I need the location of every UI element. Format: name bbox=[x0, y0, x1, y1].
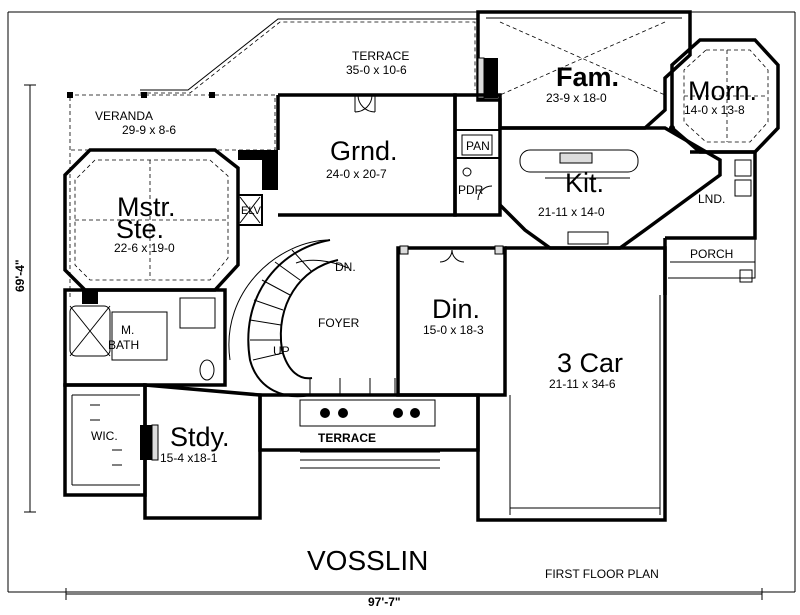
label-grnd: Grnd. bbox=[330, 136, 398, 166]
label-kit: Kit. bbox=[565, 168, 604, 198]
room-labels: TERRACE 35-0 x 10-6 VERANDA 29-9 x 8-6 F… bbox=[91, 49, 757, 465]
size-morn: 14-0 x 13-8 bbox=[684, 103, 745, 117]
label-foyer: FOYER bbox=[318, 316, 360, 330]
elevator-stair-walls bbox=[237, 150, 278, 226]
size-mstr: 22-6 x 19-0 bbox=[114, 241, 175, 255]
label-veranda: VERANDA bbox=[95, 109, 153, 123]
dimension-lines bbox=[7, 11, 796, 600]
size-stdy: 15-4 x18-1 bbox=[160, 451, 218, 465]
plan-subtitle: FIRST FLOOR PLAN bbox=[545, 567, 659, 581]
label-dn: DN. bbox=[335, 260, 356, 274]
label-pdr: PDR bbox=[458, 183, 484, 197]
size-fam: 23-9 x 18-0 bbox=[546, 91, 607, 105]
family-room-walls bbox=[476, 10, 692, 130]
size-terrace-top: 35-0 x 10-6 bbox=[346, 63, 407, 77]
label-up: UP bbox=[273, 344, 290, 358]
label-din: Din. bbox=[432, 294, 480, 324]
front-terrace bbox=[258, 378, 480, 469]
label-fam: Fam. bbox=[556, 62, 619, 92]
plan-width-dim: 97'-7" bbox=[368, 595, 401, 609]
label-ste: Ste. bbox=[116, 214, 164, 244]
label-pan: PAN bbox=[466, 139, 490, 153]
dining-walls bbox=[396, 245, 507, 397]
terrace-top-outline bbox=[140, 18, 478, 94]
label-car: 3 Car bbox=[557, 348, 623, 378]
label-terrace-top: TERRACE bbox=[352, 49, 409, 63]
label-wic: WIC. bbox=[91, 429, 118, 443]
label-stdy: Stdy. bbox=[170, 422, 230, 452]
size-veranda: 29-9 x 8-6 bbox=[122, 123, 176, 137]
size-kit: 21-11 x 14-0 bbox=[538, 205, 605, 219]
label-terrace-front: TERRACE bbox=[318, 431, 376, 445]
study-walls bbox=[140, 383, 262, 520]
label-mbath-1: M. bbox=[121, 323, 134, 337]
pantry-powder-walls bbox=[453, 93, 502, 217]
label-mbath-2: BATH bbox=[108, 338, 139, 352]
size-car: 21-11 x 34-6 bbox=[549, 377, 616, 391]
kitchen-walls bbox=[498, 126, 722, 250]
plan-depth-dim: 69'-4" bbox=[13, 259, 27, 292]
laundry-porch-walls bbox=[663, 150, 757, 295]
plan-title-block: VOSSLIN FIRST FLOOR PLAN 97'-7" 69'-4" bbox=[13, 259, 659, 609]
label-elv: ELV bbox=[241, 205, 262, 217]
plan-name: VOSSLIN bbox=[307, 545, 428, 576]
curved-staircase bbox=[228, 239, 349, 398]
size-din: 15-0 x 18-3 bbox=[423, 323, 484, 337]
master-bath-walls bbox=[63, 288, 227, 387]
label-mstr: Mstr. bbox=[117, 192, 176, 222]
label-lnd: LND. bbox=[698, 192, 725, 206]
garage-walls bbox=[476, 246, 667, 522]
label-porch: PORCH bbox=[690, 247, 733, 261]
label-morn: Morn. bbox=[688, 76, 757, 106]
size-grnd: 24-0 x 20-7 bbox=[326, 167, 387, 181]
